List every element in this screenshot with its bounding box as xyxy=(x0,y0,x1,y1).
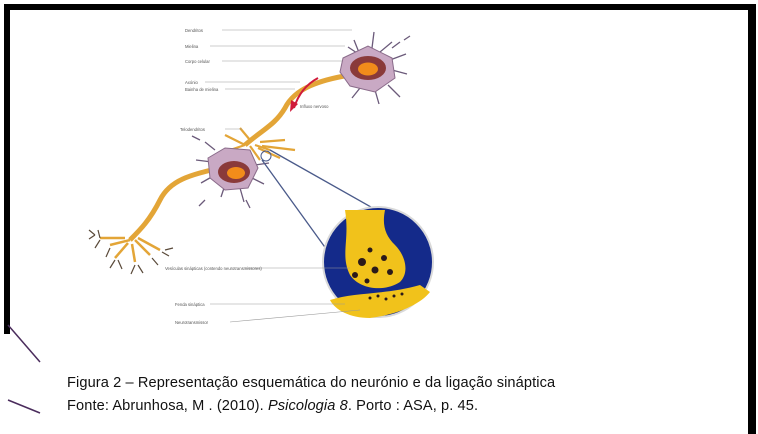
upper-telodendria xyxy=(224,127,296,161)
label-dendrites: Dendritos xyxy=(185,28,203,33)
label-axon: Axónio xyxy=(185,80,198,85)
frame-right-border xyxy=(748,4,756,434)
label-leader-lines xyxy=(205,29,361,323)
axon-upper xyxy=(243,72,351,147)
lower-terminal-dendrites xyxy=(88,229,174,275)
pointer-line-1 xyxy=(7,324,41,363)
label-telodendria: Telodendritos xyxy=(180,127,205,132)
figure-caption: Figura 2 – Representação esquemática do … xyxy=(67,375,556,391)
upper-neuron xyxy=(339,31,411,105)
pointer-line-2 xyxy=(7,399,41,414)
label-nerve-impulse: Influxo nervoso xyxy=(300,104,329,109)
label-synaptic-vesicles: Vesículas sinápticas (contendo neurotran… xyxy=(165,266,262,271)
frame-left-border xyxy=(4,4,10,334)
label-neurotransmitter: Neurotransmissor xyxy=(175,320,209,325)
source-suffix: . Porto : ASA, p. 45. xyxy=(347,398,479,414)
middle-neuron xyxy=(191,135,270,209)
label-myelin: Mielina xyxy=(185,44,199,49)
zoom-line-upper xyxy=(269,149,386,216)
synapse-marker xyxy=(260,150,272,162)
lower-telodendria xyxy=(100,236,161,263)
source-title: Psicologia 8 xyxy=(267,398,348,414)
label-cell-body: Corpo celular xyxy=(185,59,211,64)
axon-lower xyxy=(128,165,221,242)
source-prefix: Fonte: Abrunhosa, M . (2010). xyxy=(67,398,268,414)
nerve-impulse-arrowhead xyxy=(290,100,298,112)
figure-source: Fonte: Abrunhosa, M . (2010). Psicologia… xyxy=(67,398,478,414)
label-synaptic-cleft: Fenda sináptica xyxy=(175,302,205,307)
frame-top-border xyxy=(4,4,756,10)
synapse-magnified xyxy=(322,206,434,318)
label-myelin-sheath: Bainha de mielina xyxy=(185,87,219,92)
